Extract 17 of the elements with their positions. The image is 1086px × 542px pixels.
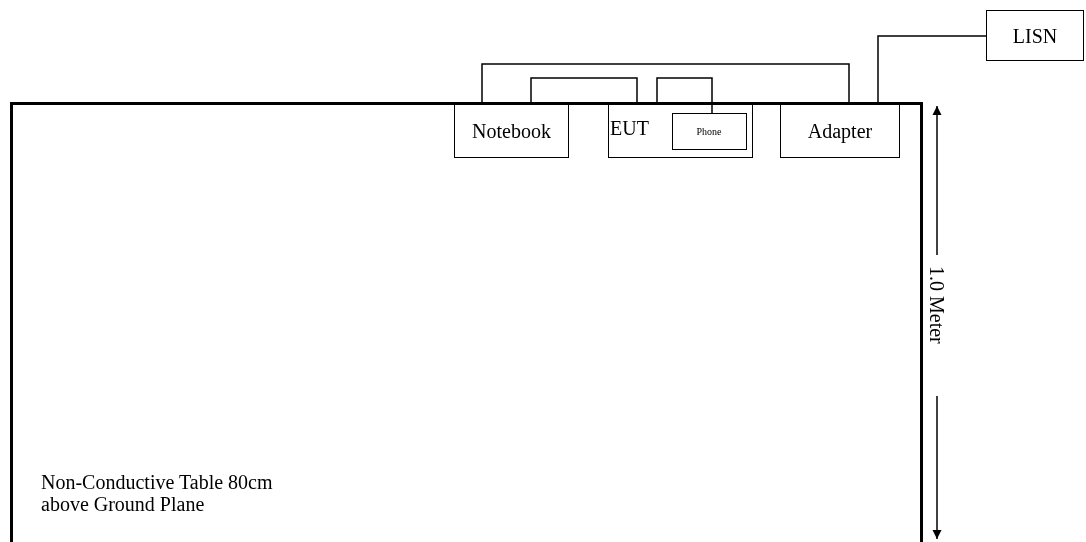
device-label: Phone [696, 125, 722, 137]
device-label: Adapter [807, 120, 873, 142]
device-box [671, 112, 747, 150]
device-label: EUT [610, 117, 649, 139]
table-outline [10, 102, 923, 542]
device-label: Notebook [472, 120, 551, 142]
cable-line [877, 35, 987, 105]
lisn-label: LISN [1012, 24, 1058, 47]
device-box [608, 104, 753, 158]
table-label: Non-Conductive Table 80cm above Ground Plane [41, 471, 274, 515]
cable-line [481, 63, 850, 105]
device-box [780, 104, 900, 158]
cable-line [530, 77, 638, 105]
dimension-label: 1.0 Meter [926, 266, 948, 344]
lisn-box [986, 10, 1084, 61]
cable-line [656, 77, 713, 114]
device-box [454, 104, 569, 158]
